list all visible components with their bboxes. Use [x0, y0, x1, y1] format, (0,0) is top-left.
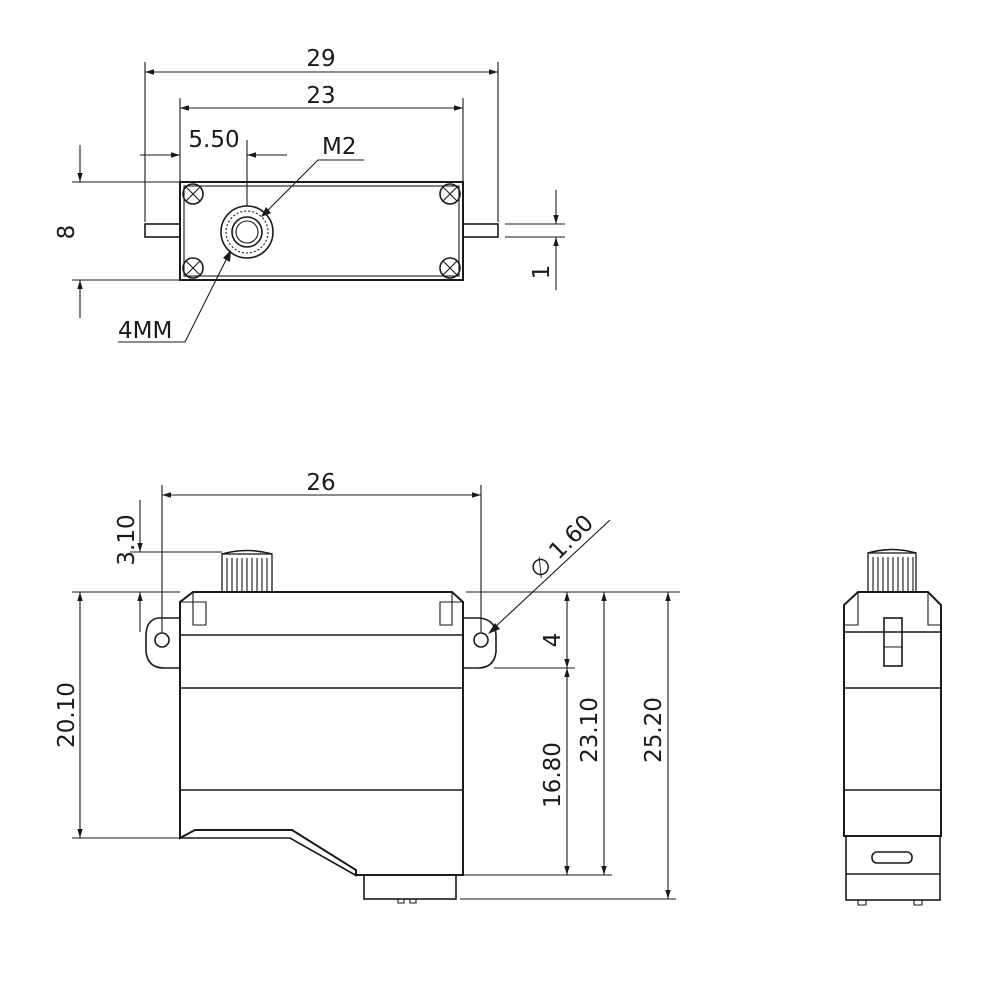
right-mounting-ear — [463, 617, 497, 669]
bottom-cover — [363, 874, 457, 900]
label-thread-m2: M2 — [322, 134, 356, 160]
dim-top-to-bottom: 23.10 — [577, 697, 603, 763]
front-view: 26 3.10 ∅ 1.60 4 16.80 23.10 25.20 20.10 — [54, 470, 680, 904]
side-view — [843, 548, 942, 906]
dim-shaft-offset: 5.50 — [188, 127, 239, 153]
cable-exit-slot — [871, 851, 913, 864]
dim-hole-to-top-4: 4 — [540, 633, 566, 648]
side-case — [843, 591, 942, 837]
dim-hole-span-26: 26 — [306, 470, 335, 496]
output-gear — [221, 549, 273, 593]
top-view: 29 23 5.50 M2 4MM 8 1 — [54, 46, 565, 344]
screw-hole-bottom-right — [439, 257, 461, 279]
side-bottom-cover — [845, 835, 941, 901]
dim-gear-height: 3.10 — [114, 514, 140, 565]
side-label-slot — [883, 617, 903, 667]
dim-tab-to-bottom: 16.80 — [540, 742, 566, 808]
dim-tab-thickness-1: 1 — [529, 265, 555, 280]
top-view-body — [179, 181, 464, 281]
dim-total-width: 29 — [306, 46, 335, 72]
dim-screw-span: 23 — [306, 83, 335, 109]
right-mounting-tab — [462, 223, 499, 238]
dim-overall-height: 25.20 — [641, 697, 667, 763]
left-mounting-tab — [144, 223, 181, 238]
screw-hole-top-right — [439, 183, 461, 205]
left-mounting-ear — [145, 617, 180, 669]
screw-hole-top-left — [182, 183, 204, 205]
dim-case-height: 20.10 — [54, 682, 80, 748]
case-bottom-edge — [180, 837, 358, 877]
label-shaft-4mm: 4MM — [118, 318, 172, 344]
dim-height-8: 8 — [54, 225, 80, 240]
top-view-inner-frame — [183, 185, 460, 277]
screw-hole-bottom-left — [182, 257, 204, 279]
dim-hole-diameter: ∅ 1.60 — [525, 510, 599, 584]
side-output-gear — [867, 548, 917, 593]
